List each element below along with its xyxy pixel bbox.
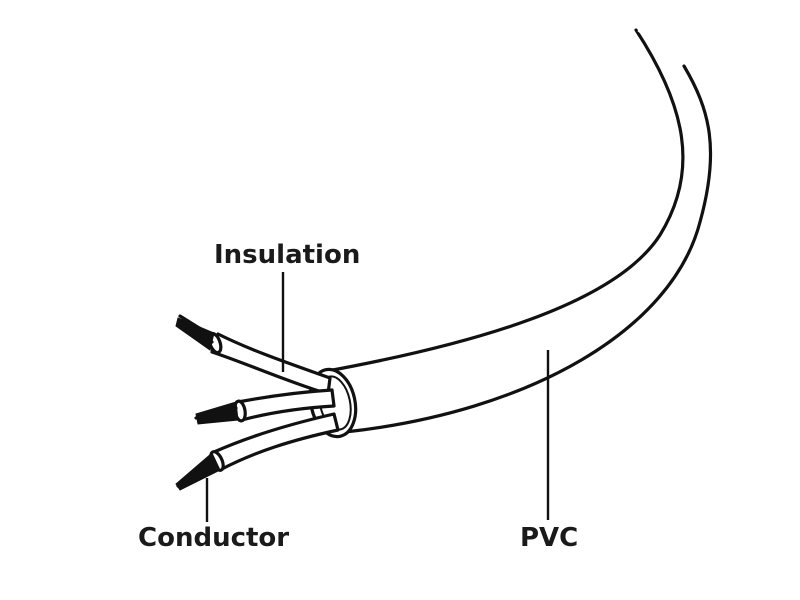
conductor-strands	[175, 314, 239, 491]
wire-insulation-top	[210, 332, 332, 396]
pvc-label: PVC	[520, 523, 578, 553]
conductor-label: Conductor	[138, 523, 289, 553]
leader-lines	[205, 272, 550, 522]
insulation-label: Insulation	[214, 240, 360, 270]
wire-insulation-middle	[236, 388, 336, 422]
wire-insulation-bottom	[212, 412, 340, 472]
pvc-sheath-body	[320, 28, 713, 434]
insulated-wires	[207, 331, 340, 472]
pvc-sheath	[308, 24, 713, 439]
